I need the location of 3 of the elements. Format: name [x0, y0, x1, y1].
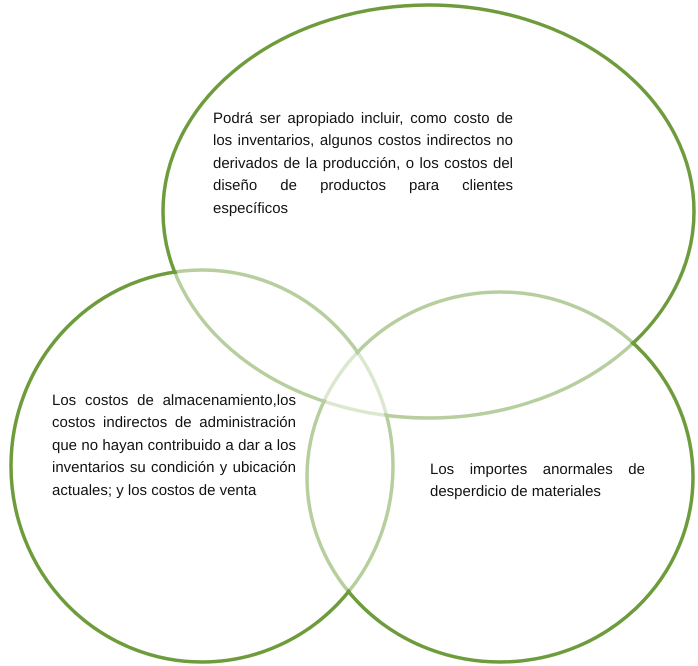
circle-text: Los costos de almacenamiento,los costos indirectos de administración que no hayan contribuido a dar a los inventarios su condición y ubicación actuales; y los costos de venta	[52, 391, 296, 501]
circle-text: Podrá ser apropiado incluir, como costo de los inventarios, algunos costos indirectos no derivados de la producción, o los costos del diseño de productos para clientes específicos	[213, 109, 513, 219]
circle-text: Los importes anormales de desperdicio de materiales	[430, 460, 645, 502]
